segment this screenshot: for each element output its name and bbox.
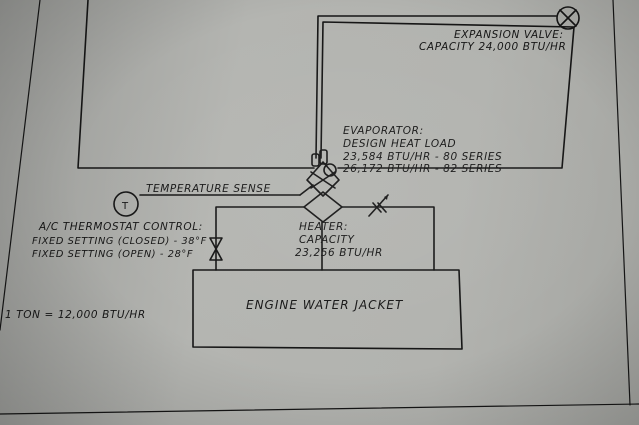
- engine-water-jacket-box: [192, 269, 463, 350]
- heater-title: HEATER:: [299, 221, 348, 233]
- evaporator-design-heat-load: DESIGN HEAT LOAD: [343, 138, 456, 150]
- evaporator-title: EVAPORATOR:: [343, 125, 424, 137]
- thermostat-setting-closed: FIXED SETTING (CLOSED) - 38°F: [32, 236, 207, 247]
- thermostat-symbol: [113, 191, 139, 217]
- conversion-note: 1 TON = 12,000 BTU/HR: [5, 309, 146, 321]
- expansion-valve-capacity: CAPACITY 24,000 BTU/HR: [419, 41, 566, 53]
- heater-capacity-value: 23,256 BTU/HR: [295, 247, 383, 259]
- engine-water-jacket-label: ENGINE WATER JACKET: [246, 298, 404, 312]
- temperature-sense-label: TEMPERATURE SENSE: [146, 183, 271, 195]
- page-border: [0, 0, 639, 415]
- evaporator-82-series: 26,172 BTU/HR - 82 SERIES: [343, 163, 502, 175]
- thermostat-title: A/C THERMOSTAT CONTROL:: [38, 221, 203, 233]
- refrigerant-outer-loop: [77, 0, 315, 169]
- expansion-valve-title: EXPANSION VALVE:: [454, 29, 564, 41]
- temperature-sense-line: [139, 184, 314, 196]
- control-valve-symbol: [209, 237, 223, 261]
- thermostat-setting-open: FIXED SETTING (OPEN) - 28°F: [32, 249, 193, 260]
- adjustable-valve-symbol: [368, 194, 389, 217]
- evaporator-symbol: [303, 149, 343, 223]
- thermostat-letter: T: [121, 201, 129, 212]
- evaporator-80-series: 23,584 BTU/HR - 80 SERIES: [343, 151, 502, 163]
- heater-capacity-label: CAPACITY: [299, 234, 356, 246]
- expansion-valve-symbol: [556, 6, 580, 30]
